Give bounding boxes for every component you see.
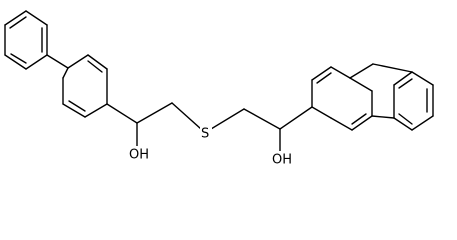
bond — [330, 117, 353, 131]
bond — [371, 115, 395, 119]
bond — [4, 10, 27, 26]
bond — [84, 103, 108, 118]
bond — [25, 54, 48, 70]
bond — [171, 102, 202, 130]
bond — [398, 78, 413, 89]
atom-labels: OH S OH — [128, 126, 298, 168]
left-naphthalene-ring-b — [46, 54, 108, 118]
bond — [411, 71, 434, 86]
bond — [349, 63, 374, 79]
bond — [25, 10, 48, 26]
bond — [393, 71, 413, 86]
right-naphthalene-ring-b — [311, 66, 373, 131]
bond — [87, 60, 103, 73]
bond — [311, 106, 332, 119]
bond — [68, 100, 86, 112]
bond — [10, 53, 27, 64]
bond — [411, 115, 434, 131]
bond — [398, 113, 413, 125]
bond — [351, 115, 373, 131]
bond — [106, 103, 138, 124]
bond — [67, 54, 89, 69]
sulfur-bg — [200, 126, 212, 142]
hydroxyl-left-label: OH — [129, 148, 149, 163]
bond — [62, 67, 69, 79]
hydroxyl-right-bg — [272, 151, 298, 167]
bond — [372, 63, 413, 73]
bond — [210, 108, 245, 130]
bond — [311, 66, 332, 81]
bond — [316, 72, 332, 84]
bond — [136, 102, 173, 124]
bond — [46, 54, 69, 69]
chemical-structure-diagram: OH S OH — [4, 10, 434, 168]
bond — [351, 113, 367, 125]
bond — [9, 16, 27, 29]
bond — [279, 106, 313, 130]
bond — [87, 54, 108, 70]
right-naphthalene-ring-a — [349, 63, 434, 131]
hydroxyl-right-label: OH — [272, 153, 292, 168]
structure-canvas: OH S OH — [4, 10, 434, 168]
hydroxyl-left-bg — [128, 146, 154, 162]
bond — [393, 117, 413, 131]
left-naphthalene-ring-a — [4, 10, 48, 70]
bond — [349, 77, 373, 92]
bond — [243, 108, 281, 130]
central-chain — [106, 102, 313, 153]
bond — [4, 54, 27, 70]
sulfur-label: S — [201, 127, 209, 142]
bond — [62, 103, 86, 118]
bond — [330, 66, 351, 79]
